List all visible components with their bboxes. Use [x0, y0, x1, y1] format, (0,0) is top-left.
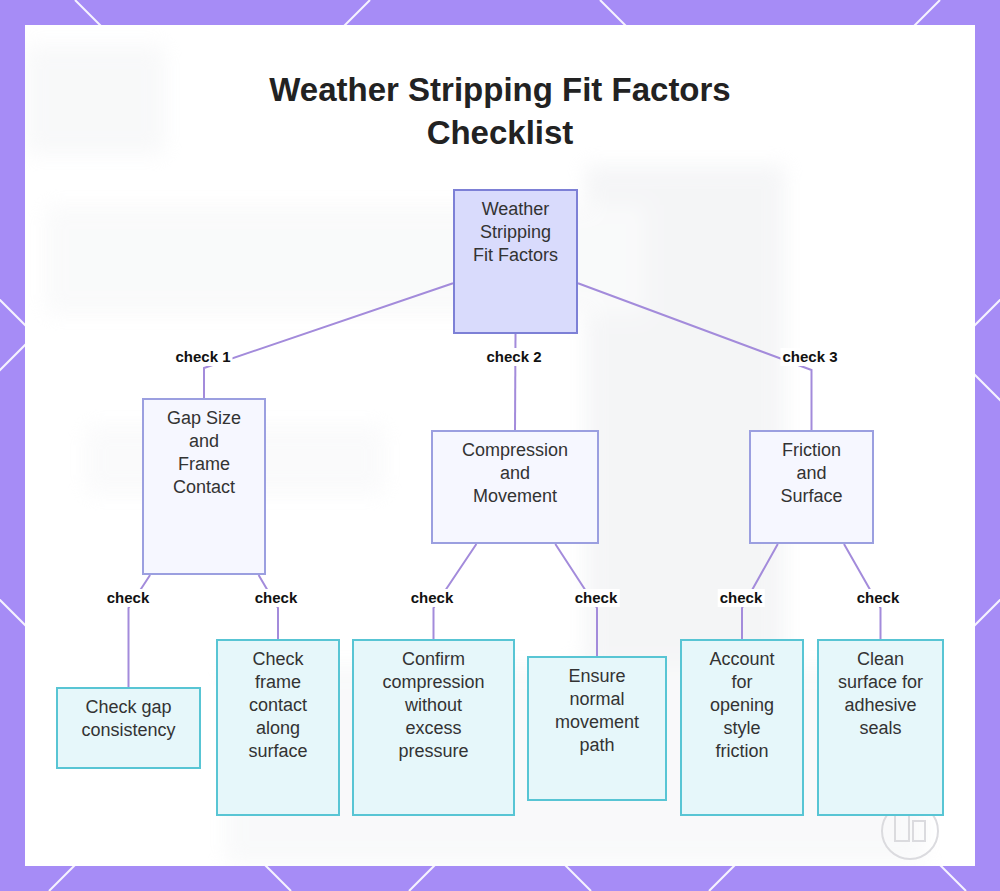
- check-box: Account for opening style friction: [680, 639, 804, 816]
- node-text: Clean surface for adhesive seals: [837, 648, 924, 740]
- edge-label: check: [855, 589, 902, 607]
- connector-line: [578, 283, 812, 430]
- node-text: Gap Size and Frame Contact: [161, 407, 247, 499]
- node-text: Compression and Movement: [457, 439, 573, 508]
- edge-label: check: [409, 589, 456, 607]
- node-text: Weather Stripping Fit Factors: [469, 198, 562, 267]
- edge-label: check 1: [173, 348, 232, 366]
- edge-label: check: [573, 589, 620, 607]
- check-box: Check frame contact along surface: [216, 639, 340, 816]
- node-text: Account for opening style friction: [699, 648, 785, 763]
- node-text: Ensure normal movement path: [550, 665, 644, 757]
- check-box: Clean surface for adhesive seals: [817, 639, 944, 816]
- root-box: Weather Stripping Fit Factors: [453, 189, 578, 334]
- edge-label: check: [718, 589, 765, 607]
- node-text: Check frame contact along surface: [235, 648, 321, 763]
- category-box: Compression and Movement: [431, 430, 599, 544]
- diagram-title: Weather Stripping Fit Factors Checklist: [230, 68, 770, 154]
- connector-line: [204, 283, 453, 398]
- check-box: Check gap consistency: [56, 687, 201, 769]
- edge-label: check: [253, 589, 300, 607]
- node-text: Confirm compression without excess press…: [377, 648, 490, 763]
- connector-line: [259, 575, 278, 639]
- check-box: Confirm compression without excess press…: [352, 639, 515, 816]
- edge-label: check 3: [780, 348, 839, 366]
- category-box: Friction and Surface: [749, 430, 874, 544]
- category-box: Gap Size and Frame Contact: [142, 398, 266, 575]
- edge-label: check: [105, 589, 152, 607]
- check-box: Ensure normal movement path: [527, 656, 667, 801]
- edge-label: check 2: [484, 348, 543, 366]
- node-text: Friction and Surface: [768, 439, 855, 508]
- node-text: Check gap consistency: [70, 696, 187, 742]
